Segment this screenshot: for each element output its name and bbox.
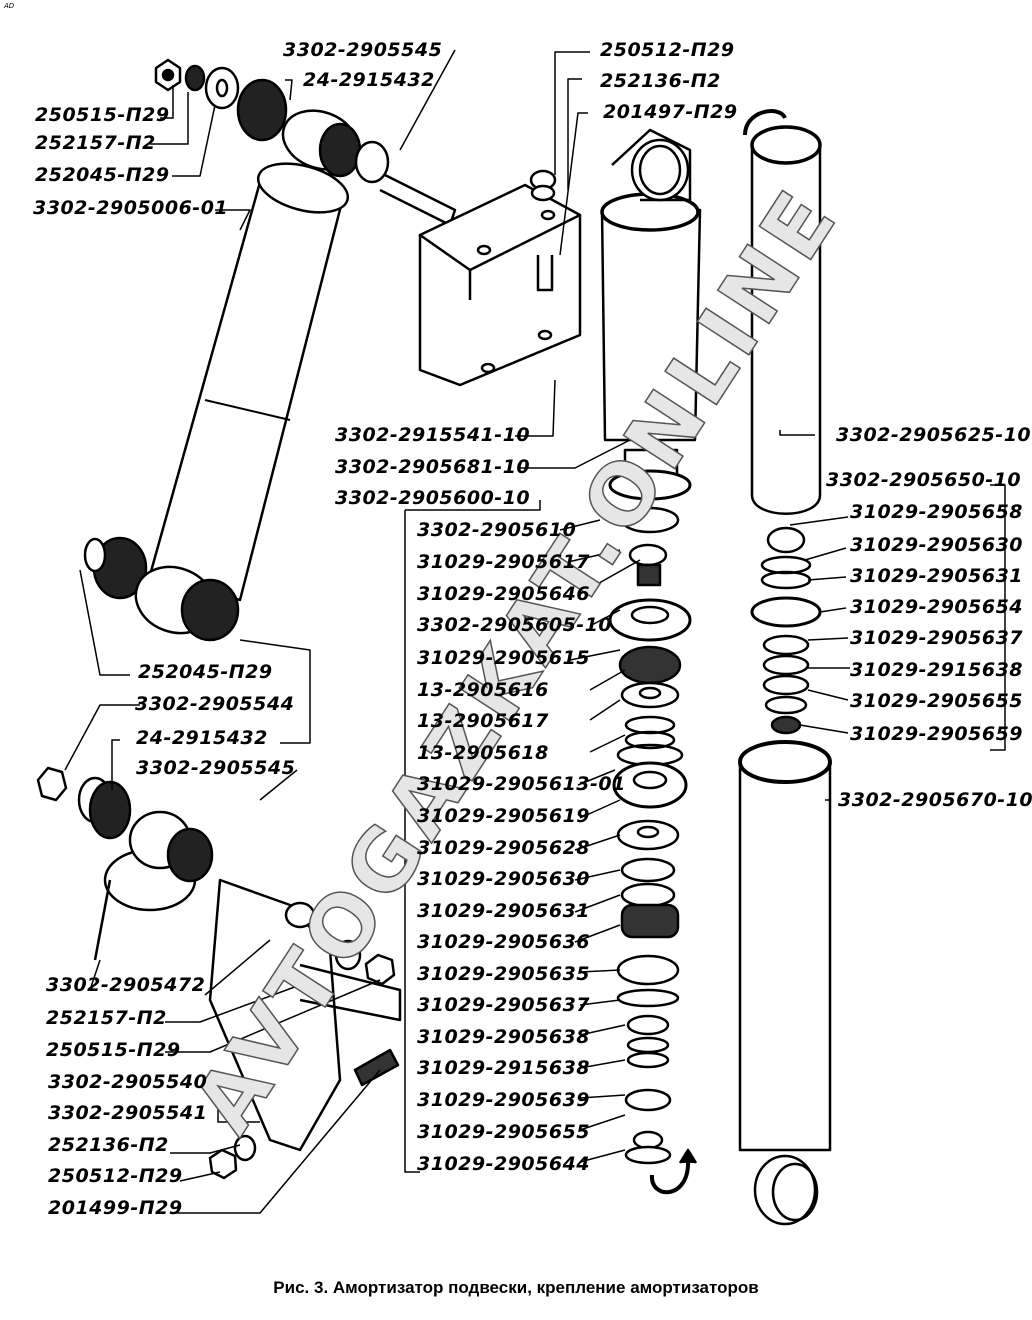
part-label: 252045-П29 xyxy=(35,164,170,186)
part-label: 3302-2905472 xyxy=(46,974,206,996)
part-label: 3302-2905540 xyxy=(48,1071,208,1093)
part-label: 31029-2905630 xyxy=(850,534,1024,556)
part-label: 3302-2905605-10 xyxy=(417,614,613,636)
part-label: 250512-П29 xyxy=(48,1165,183,1187)
part-label: 24-2915432 xyxy=(136,727,268,749)
part-label: 3302-2905670-10 xyxy=(838,789,1032,811)
upper-shock-absorber xyxy=(83,58,457,642)
part-label: 31029-2905619 xyxy=(417,805,591,827)
part-label: 31029-2905658 xyxy=(850,501,1024,523)
part-label: 31029-2905631 xyxy=(850,565,1024,587)
part-label: 250512-П29 xyxy=(600,39,735,61)
part-label: 31029-2905655 xyxy=(850,690,1024,712)
part-label: 31029-2905613-01 xyxy=(417,773,626,795)
part-label: 31029-2905637 xyxy=(850,627,1024,649)
part-label: 252045-П29 xyxy=(138,661,273,683)
part-label: 3302-2905625-10 xyxy=(836,424,1032,446)
upper-bracket xyxy=(418,169,582,387)
figure-caption: Рис. 3. Амортизатор подвески, крепление … xyxy=(273,1278,759,1297)
part-label: 3302-2905006-01 xyxy=(33,197,229,219)
part-label: 3302-2905545 xyxy=(283,39,443,61)
part-label: 13-2905616 xyxy=(417,679,549,701)
part-label: 31029-2905639 xyxy=(417,1089,591,1111)
part-label: 31029-2905615 xyxy=(417,647,591,669)
part-label: 252157-П2 xyxy=(46,1007,167,1029)
part-label: 31029-2915638 xyxy=(417,1057,591,1079)
part-label: 31029-2905628 xyxy=(417,837,591,859)
part-label: 31029-2905659 xyxy=(850,723,1024,745)
part-label: 31029-2905631 xyxy=(417,900,591,922)
part-label: 31029-2905655 xyxy=(417,1121,591,1143)
part-label: 250515-П29 xyxy=(35,104,170,126)
part-label: 252136-П2 xyxy=(48,1134,169,1156)
part-label: 252157-П2 xyxy=(35,132,156,154)
right-shock-tubes xyxy=(738,109,832,1226)
center-shock-cylinder xyxy=(600,128,702,1195)
part-label: 13-2905617 xyxy=(417,710,549,732)
part-label: 31029-2905638 xyxy=(417,1026,591,1048)
part-label: 3302-2905610 xyxy=(417,519,577,541)
part-label: 31029-2905635 xyxy=(417,963,591,985)
part-label: 31029-2905637 xyxy=(417,994,591,1016)
part-label: 252136-П2 xyxy=(600,70,721,92)
part-label: 31029-2915638 xyxy=(850,659,1024,681)
part-label: 3302-2905544 xyxy=(135,693,295,715)
part-label: 250515-П29 xyxy=(46,1039,181,1061)
part-label: 3302-2905650-10 xyxy=(826,469,1022,491)
part-label: 3302-2905545 xyxy=(136,757,296,779)
part-label: 3302-2905600-10 xyxy=(335,487,531,509)
part-label: 13-2905618 xyxy=(417,742,549,764)
part-label: 3302-2905541 xyxy=(48,1102,208,1124)
part-label: 24-2915432 xyxy=(303,69,435,91)
part-label: 31029-2905654 xyxy=(850,596,1024,618)
part-label: 31029-2905644 xyxy=(417,1153,591,1175)
part-label: 31029-2905617 xyxy=(417,551,591,573)
part-label: 201497-П29 xyxy=(603,101,738,123)
lower-mount-assembly xyxy=(36,766,402,1180)
part-label: 3302-2905681-10 xyxy=(335,456,531,478)
part-label: 31029-2905630 xyxy=(417,868,591,890)
part-label: 31029-2905636 xyxy=(417,931,591,953)
part-label: 31029-2905646 xyxy=(417,583,591,605)
part-label: 3302-2915541-10 xyxy=(335,424,531,446)
corner-mark: AD xyxy=(4,2,15,10)
leader-lines xyxy=(64,49,1006,1214)
part-label: 201499-П29 xyxy=(48,1197,183,1219)
